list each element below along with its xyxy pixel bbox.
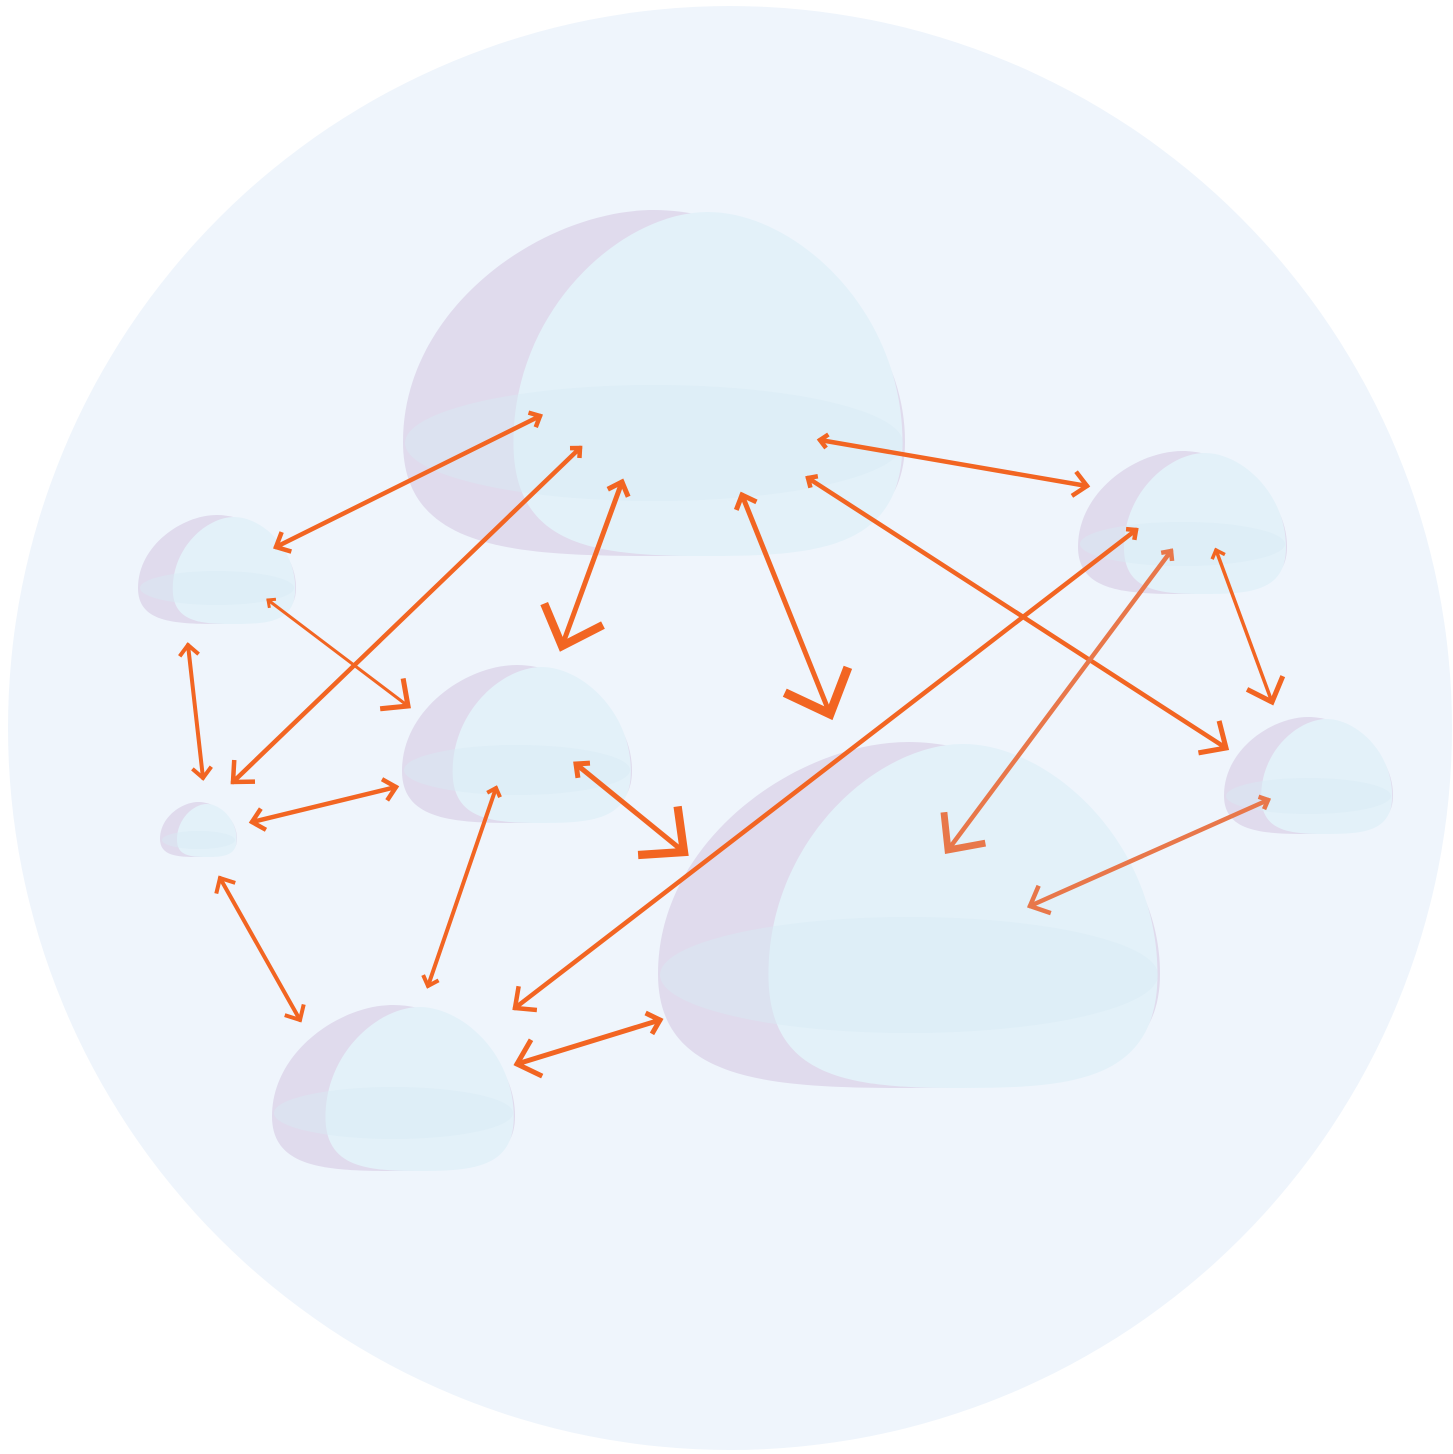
arrowhead-icon <box>379 677 411 712</box>
arrowhead-icon <box>940 811 986 855</box>
dome-lit-shape <box>513 212 903 556</box>
small-left-dome <box>138 515 296 624</box>
arrowhead-icon <box>569 445 583 459</box>
double-headed-arrow-line <box>945 548 1174 853</box>
arrowhead-icon <box>266 597 277 609</box>
dome-lit-shape <box>452 667 631 823</box>
double-headed-arrow-line <box>817 437 1090 489</box>
dome-base-shape <box>660 917 1158 1033</box>
dome-base-shape <box>274 1087 513 1139</box>
dome-base-shape <box>404 745 630 795</box>
arrowhead-icon <box>1160 548 1175 562</box>
connector-medium-bottom-left-dome-to-large-bottom-right-dome <box>513 1010 664 1079</box>
connector-medium-right-dome-to-large-bottom-right-dome <box>940 548 1175 855</box>
double-headed-arrow-line <box>249 784 399 825</box>
arrowhead-icon <box>1245 675 1286 706</box>
connector-tiny-left-dome-to-medium-center-dome <box>248 777 400 832</box>
arrowhead-icon <box>637 805 689 860</box>
double-headed-arrow-line <box>218 876 302 1022</box>
arrowhead-icon <box>513 1038 544 1079</box>
medium-bottom-left-dome <box>272 1005 515 1171</box>
dome-lit-shape <box>325 1007 514 1171</box>
double-headed-arrow-line <box>186 643 205 780</box>
arrowhead-icon <box>644 1010 664 1036</box>
dome-lit-shape <box>768 744 1158 1088</box>
arrowhead-icon <box>248 807 268 832</box>
double-headed-arrow-line <box>573 761 687 855</box>
arrowhead-icon <box>527 410 543 429</box>
double-headed-arrow-line <box>266 598 410 708</box>
arrowhead-icon <box>733 491 758 511</box>
connector-large-top-dome-to-medium-right-dome <box>816 432 1091 498</box>
arrowhead-icon <box>191 765 213 781</box>
arrowhead-icon <box>284 1003 306 1023</box>
connector-large-top-dome-to-small-far-right-dome <box>805 474 1230 756</box>
connector-tiny-left-dome-to-medium-bottom-left-dome <box>214 875 306 1023</box>
arrowhead-icon <box>421 974 440 989</box>
arrowhead-icon <box>540 601 605 652</box>
dome-lit-shape <box>172 517 296 624</box>
tiny-left-dome <box>160 802 237 857</box>
arrowhead-icon <box>1026 884 1052 916</box>
arrowhead-icon <box>1210 547 1226 560</box>
arrowhead-icon <box>512 985 538 1013</box>
arrowhead-icon <box>1070 470 1091 498</box>
large-bottom-right-dome <box>658 742 1160 1088</box>
dome-lit-shape <box>176 804 237 857</box>
double-headed-arrow-line <box>273 413 543 550</box>
arrowhead-icon <box>1197 720 1230 756</box>
double-headed-arrow-line <box>1027 797 1271 909</box>
connector-medium-center-dome-to-medium-bottom-left-dome <box>421 785 502 989</box>
connector-small-left-dome-to-tiny-left-dome <box>178 642 213 781</box>
double-headed-arrow-line <box>805 475 1229 751</box>
connector-large-top-dome-to-tiny-left-dome <box>230 445 583 785</box>
arrowhead-icon <box>214 875 236 895</box>
arrowhead-icon <box>178 642 200 658</box>
double-headed-arrow-line <box>1214 548 1274 704</box>
connector-large-top-dome-to-large-bottom-right-dome <box>733 491 853 721</box>
dome-lit-shape <box>1261 719 1393 834</box>
arrows-layer <box>178 410 1286 1079</box>
arrowhead-icon <box>380 777 400 802</box>
connector-medium-center-dome-to-large-bottom-right-dome <box>573 760 689 860</box>
arrowhead-icon <box>230 759 256 785</box>
connector-small-far-right-dome-to-large-bottom-right-dome <box>1026 794 1272 916</box>
connector-medium-right-dome-to-small-far-right-dome <box>1210 547 1286 706</box>
connector-large-top-dome-to-small-left-dome <box>273 410 543 554</box>
arrowhead-icon <box>606 478 631 498</box>
domes-layer <box>138 210 1393 1171</box>
dome-base-shape <box>140 571 294 605</box>
connector-large-top-dome-to-medium-center-dome <box>540 478 631 652</box>
arrowhead-icon <box>573 760 591 779</box>
double-headed-arrow-line <box>559 479 625 649</box>
arrowhead-icon <box>486 785 502 798</box>
arrowhead-icon <box>273 531 292 554</box>
double-headed-arrow-line <box>739 492 833 717</box>
double-headed-arrow-line <box>426 786 498 988</box>
arrowhead-icon <box>782 665 853 721</box>
arrowhead-icon <box>1125 526 1139 541</box>
dome-base-shape <box>162 831 235 849</box>
double-headed-arrow-line <box>512 527 1139 1011</box>
connector-medium-right-dome-to-medium-bottom-left-dome <box>512 526 1139 1013</box>
arrowhead-icon <box>805 474 819 489</box>
medium-center-dome <box>402 665 632 823</box>
connector-small-left-dome-to-medium-center-dome <box>266 597 411 712</box>
dome-base-shape <box>1080 522 1285 566</box>
arrowhead-icon <box>816 432 830 450</box>
double-headed-arrow-line <box>514 1017 663 1067</box>
arrowhead-icon <box>1257 794 1272 811</box>
double-headed-arrow-line <box>230 445 583 785</box>
